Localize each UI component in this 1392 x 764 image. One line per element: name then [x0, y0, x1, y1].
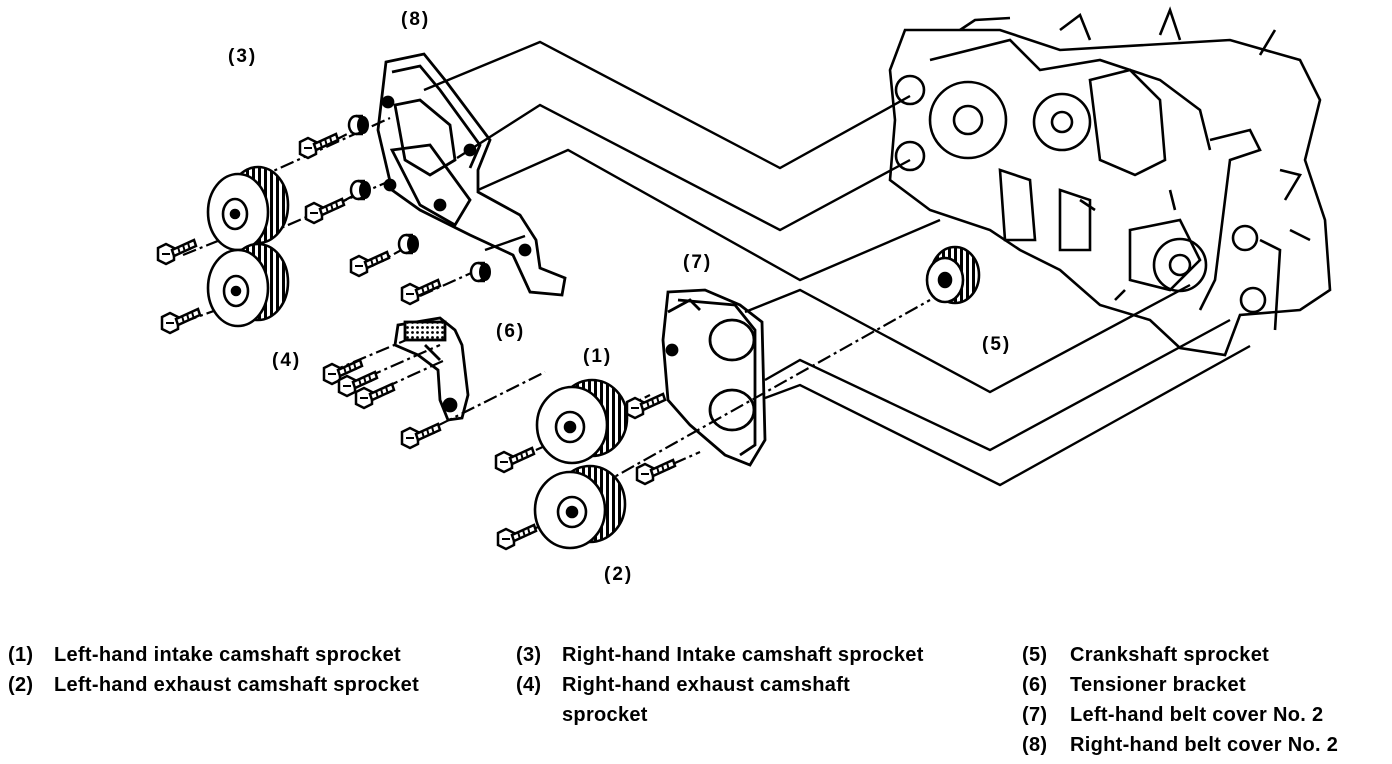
- sprocket-4: [206, 242, 290, 328]
- right-hand-belt-cover-no2: [376, 52, 567, 297]
- left-hand-belt-cover-no2: [661, 288, 767, 467]
- callout-2: (2): [604, 564, 633, 585]
- sprocket-1: [535, 378, 629, 465]
- tensioner-bracket: [393, 316, 470, 422]
- callout-6: (6): [496, 321, 525, 342]
- parts-legend: (1) Left-hand intake camshaft sprocket (…: [0, 640, 1392, 764]
- legend-item-1: (1) Left-hand intake camshaft sprocket: [8, 644, 401, 666]
- legend-item-8: (8) Right-hand belt cover No. 2: [1022, 734, 1339, 756]
- legend-item-7: (7) Left-hand belt cover No. 2: [1022, 704, 1324, 726]
- callout-5: (5): [982, 334, 1011, 355]
- callout-8: (8): [401, 9, 430, 30]
- guide-lines: [423, 40, 1251, 487]
- legend-column-3: (5) Crankshaft sprocket (6) Tensioner br…: [1022, 640, 1392, 760]
- callout-1: (1): [583, 346, 612, 367]
- legend-column-2: (3) Right-hand Intake camshaft sprocket …: [516, 640, 936, 730]
- exploded-parts-diagram: (1) (2) (3) (4) (5) (6) (7) (8): [156, 6, 1332, 585]
- legend-item-4: (4) Right-hand exhaust camshaft sprocket: [516, 674, 851, 726]
- engine-block: [888, 6, 1332, 357]
- legend-item-2: (2) Left-hand exhaust camshaft sprocket: [8, 674, 420, 696]
- callouts: (1) (2) (3) (4) (5) (6) (7) (8): [228, 9, 1011, 585]
- sprocket-3: [206, 165, 290, 252]
- legend-item-6: (6) Tensioner bracket: [1022, 674, 1246, 696]
- legend-item-5: (5) Crankshaft sprocket: [1022, 644, 1270, 666]
- callout-4: (4): [272, 350, 301, 371]
- legend-item-3: (3) Right-hand Intake camshaft sprocket: [516, 644, 924, 666]
- sprocket-2: [533, 464, 627, 550]
- legend-column-1: (1) Left-hand intake camshaft sprocket (…: [8, 640, 428, 700]
- sprocket-5: [925, 245, 981, 305]
- callout-3: (3): [228, 46, 257, 67]
- callout-7: (7): [683, 252, 712, 273]
